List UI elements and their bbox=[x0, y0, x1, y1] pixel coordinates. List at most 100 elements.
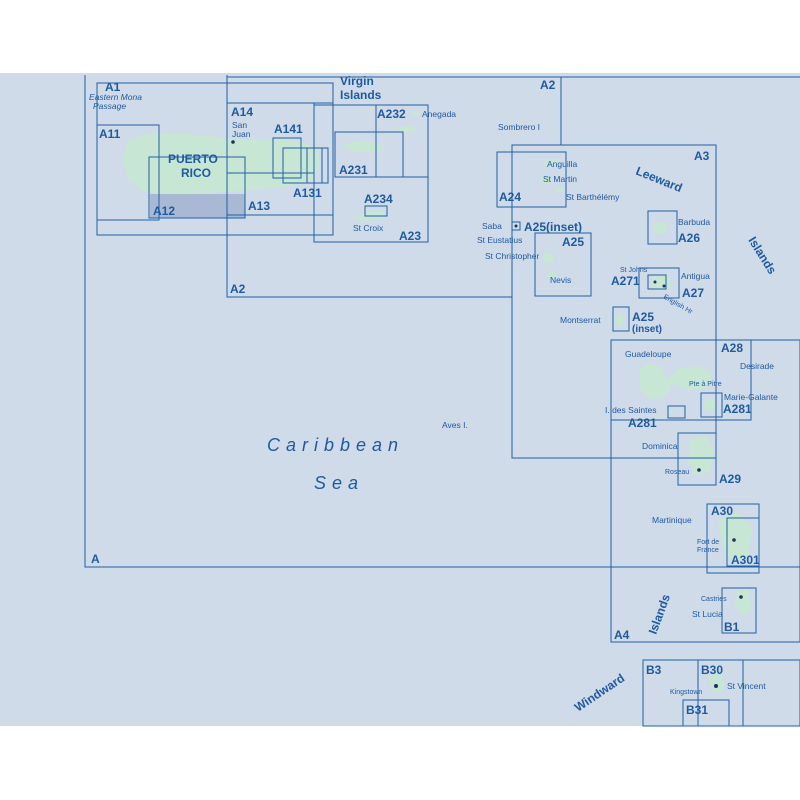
chart-A271-boundary bbox=[638, 267, 680, 299]
place-marie-galante: Marie-Galante bbox=[724, 392, 778, 402]
chart-A25-montserrat-inset bbox=[612, 306, 630, 332]
chart-label-A2-bottom: A2 bbox=[230, 282, 246, 296]
chart-A281-right-boundary bbox=[700, 392, 723, 418]
puerto-rico-shaded-south bbox=[150, 194, 245, 218]
chart-label-A4: A4 bbox=[614, 628, 630, 642]
st-christopher-island bbox=[542, 253, 554, 263]
chart-A24-boundary bbox=[496, 151, 567, 208]
place-aves: Aves I. bbox=[442, 420, 468, 430]
chart-A141-boundary bbox=[272, 137, 302, 179]
place-roseau: Roseau bbox=[665, 469, 689, 476]
chart-label-A301: A301 bbox=[731, 553, 760, 567]
place-nevis: Nevis bbox=[550, 275, 571, 285]
chart-B31-boundary bbox=[682, 699, 730, 727]
saba-dot bbox=[514, 224, 518, 228]
sea-sea: Sea bbox=[314, 473, 364, 493]
roseau-dot bbox=[697, 468, 701, 472]
chart-code-labels: A A1 A11 A12 A13 A14 A141 A131 A2 A2 A23… bbox=[91, 78, 760, 717]
marie-galante-island bbox=[704, 399, 716, 411]
place-barbuda: Barbuda bbox=[678, 217, 710, 227]
chart-label-A25: A25 bbox=[562, 235, 584, 249]
dominica-island bbox=[688, 436, 714, 476]
town-markers bbox=[231, 140, 743, 688]
sea-caribbean: Caribbean bbox=[267, 435, 404, 455]
chart-label-A27: A27 bbox=[682, 286, 704, 300]
chart-A-boundary bbox=[84, 75, 800, 568]
chart-A131-boundary bbox=[282, 147, 329, 184]
chart-label-A: A bbox=[91, 552, 100, 566]
chart-boundaries bbox=[84, 75, 800, 727]
guadeloupe-island bbox=[640, 362, 712, 400]
chart-A29-boundary bbox=[677, 432, 717, 486]
montserrat-island bbox=[616, 314, 624, 326]
san-juan-dot bbox=[231, 140, 235, 144]
place-martinique: Martinique bbox=[652, 515, 692, 525]
place-st-barthelemy: St Barthélémy bbox=[566, 192, 620, 202]
chart-label-inset: (inset) bbox=[632, 324, 662, 335]
virgin-islands-st-thomas bbox=[340, 140, 385, 152]
chart-A11-boundary bbox=[96, 124, 160, 221]
place-rico: RICO bbox=[181, 166, 211, 180]
chart-A12-boundary bbox=[148, 156, 246, 219]
fort-de-france-dot bbox=[732, 538, 736, 542]
chart-B1-boundary bbox=[721, 587, 757, 634]
place-anegada: Anegada bbox=[422, 109, 456, 119]
chart-A234-boundary bbox=[364, 205, 388, 217]
st-lucia-island bbox=[734, 588, 752, 616]
anguilla-island bbox=[543, 160, 561, 166]
place-st-vincent: St Vincent bbox=[727, 681, 766, 691]
chart-label-B30: B30 bbox=[701, 663, 723, 677]
chart-label-B31: B31 bbox=[686, 703, 708, 717]
chart-label-A12: A12 bbox=[153, 204, 175, 218]
place-st-lucia: St Lucia bbox=[692, 609, 723, 619]
islands bbox=[122, 112, 752, 694]
chart-label-A13: A13 bbox=[248, 199, 270, 213]
chart-label-A25-saba-inset: A25(inset) bbox=[524, 220, 582, 234]
place-i-des-saintes: I. des Saintes bbox=[605, 405, 657, 415]
st-croix-island bbox=[355, 212, 385, 222]
barbuda-island bbox=[653, 222, 667, 234]
place-st-martin: St Martin bbox=[543, 174, 577, 184]
chart-label-A281-right: A281 bbox=[723, 402, 752, 416]
chart-label-A232: A232 bbox=[377, 107, 406, 121]
place-anguilla: Anguilla bbox=[547, 159, 578, 169]
place-sombrero: Sombrero I bbox=[498, 122, 540, 132]
place-st-johns: St Johns bbox=[620, 267, 648, 274]
chart-label-A231: A231 bbox=[339, 163, 368, 177]
place-islands-virgin: Islands bbox=[340, 88, 382, 102]
place-saba: Saba bbox=[482, 221, 502, 231]
chart-A25-boundary bbox=[534, 232, 592, 297]
castries-dot bbox=[739, 595, 743, 599]
puerto-rico-island bbox=[122, 133, 320, 194]
chart-label-A14: A14 bbox=[231, 105, 253, 119]
place-st-croix: St Croix bbox=[353, 223, 384, 233]
chart-A25-saba-inset bbox=[511, 221, 521, 231]
st-johns-dot bbox=[653, 280, 657, 284]
chart-label-A28: A28 bbox=[721, 341, 743, 355]
anegada-island bbox=[411, 112, 421, 116]
chart-label-A24: A24 bbox=[499, 190, 521, 204]
chart-label-A30: A30 bbox=[711, 504, 733, 518]
chart-A301-boundary bbox=[726, 517, 760, 567]
place-desirade: Desirade bbox=[740, 361, 774, 371]
nevis-island bbox=[548, 271, 556, 279]
chart-A281-left-boundary bbox=[667, 405, 686, 419]
place-fort-de: Fort de bbox=[697, 539, 719, 546]
chart-label-A29: A29 bbox=[719, 472, 741, 486]
place-st-christopher: St Christopher bbox=[485, 251, 539, 261]
chart-label-A3: A3 bbox=[694, 149, 710, 163]
place-eastern-mona-1: Eastern Mona bbox=[89, 92, 142, 102]
kingstown-dot bbox=[714, 684, 718, 688]
chart-A27-inner bbox=[647, 274, 667, 290]
place-virgin: Virgin bbox=[340, 74, 374, 88]
place-guadeloupe: Guadeloupe bbox=[625, 349, 672, 359]
place-castries: Castries bbox=[701, 596, 727, 603]
place-antigua: Antigua bbox=[681, 271, 710, 281]
place-france: France bbox=[697, 547, 719, 554]
place-juan: Juan bbox=[232, 129, 251, 139]
chart-label-A271: A271 bbox=[611, 274, 640, 288]
chart-A26-boundary bbox=[647, 210, 678, 245]
chart-label-A131: A131 bbox=[293, 186, 322, 200]
chart-label-A2-top: A2 bbox=[540, 78, 556, 92]
